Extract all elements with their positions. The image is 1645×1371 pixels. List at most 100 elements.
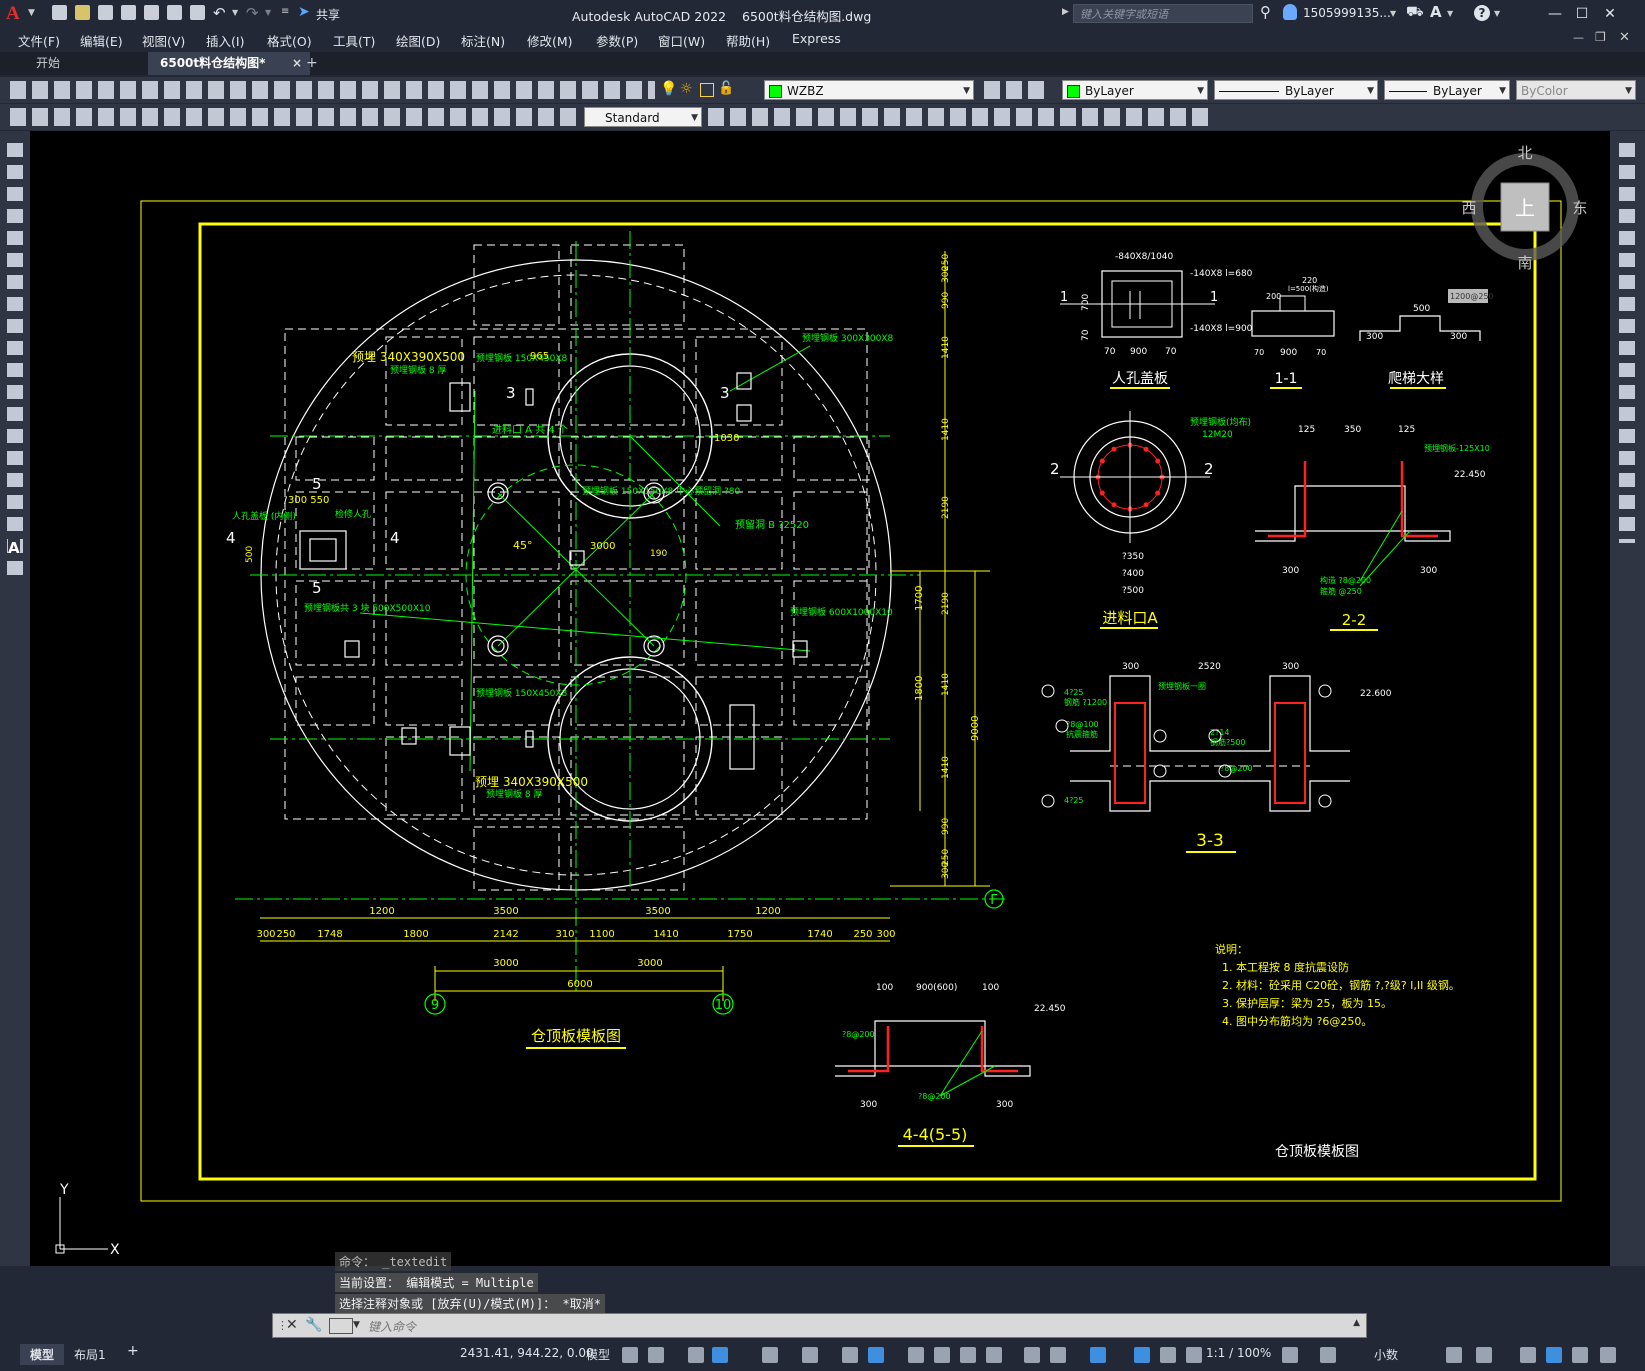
annotation-scale-readout[interactable]: 1:1 / 100% — [1206, 1346, 1272, 1360]
textstyle-combo[interactable]: Standard▼ — [584, 107, 702, 127]
open-web-icon[interactable] — [144, 5, 159, 20]
user-chevron-icon[interactable]: ▼ — [1390, 9, 1397, 18]
selection-cycling-icon[interactable] — [960, 1347, 976, 1363]
isodraft-icon[interactable] — [802, 1347, 818, 1363]
lineweight-icon[interactable] — [908, 1347, 924, 1363]
app-logo-icon[interactable]: A — [6, 3, 20, 24]
search-expand-icon[interactable]: ▶ — [1062, 7, 1069, 17]
text-tool-icon[interactable]: A — [8, 539, 20, 557]
redo-chevron-icon[interactable]: ▼ — [265, 8, 272, 17]
plotstyle-combo[interactable]: ByColor▼ — [1516, 80, 1636, 100]
menu-view[interactable]: 视图(V) — [142, 34, 186, 49]
ortho-icon[interactable] — [712, 1347, 728, 1363]
grip-handle[interactable]: ⋮ — [277, 1319, 288, 1332]
menu-help[interactable]: 帮助(H) — [726, 34, 771, 49]
layer-tool-icons[interactable] — [984, 81, 1050, 99]
drawing-canvas[interactable]: .y{stroke:#ffff00;fill:none;} .g{stroke:… — [30, 131, 1610, 1266]
annotation-scale-icon[interactable] — [1186, 1347, 1202, 1363]
menu-file[interactable]: 文件(F) — [18, 34, 60, 49]
tab-drawing[interactable]: 6500t料仓结构图* × — [148, 52, 310, 75]
save-web-icon[interactable] — [167, 5, 182, 20]
annotation-visibility-icon[interactable] — [1134, 1347, 1150, 1363]
quick-access-customize-icon[interactable]: ≡ — [281, 6, 290, 17]
app-chevron-icon[interactable]: ▼ — [1447, 9, 1454, 18]
menu-draw[interactable]: 绘图(D) — [396, 34, 441, 49]
viewport-freeze-icon[interactable] — [700, 83, 714, 97]
lock-icon[interactable]: 🔓 — [718, 81, 735, 96]
user-icon[interactable] — [1283, 4, 1297, 20]
customization-icon[interactable] — [1600, 1347, 1616, 1363]
doc-minimize-icon[interactable]: — — [1573, 31, 1584, 44]
lock-ui-icon[interactable] — [1476, 1347, 1492, 1363]
undo-chevron-icon[interactable]: ▼ — [232, 8, 239, 17]
menu-insert[interactable]: 插入(I) — [206, 34, 245, 49]
command-scroll-icon[interactable]: ▲ — [1353, 1318, 1360, 1328]
tab-model[interactable]: 模型 — [20, 1344, 65, 1365]
open-file-icon[interactable] — [75, 5, 90, 20]
clean-screen-icon[interactable] — [1572, 1347, 1588, 1363]
share-icon[interactable]: ➤ — [298, 4, 310, 20]
save-as-icon[interactable] — [121, 5, 136, 20]
right-tool-icons[interactable] — [1619, 143, 1635, 543]
tab-add-button[interactable]: + — [306, 55, 318, 71]
maximize-icon[interactable]: ☐ — [1575, 6, 1589, 22]
quick-properties-icon[interactable] — [1446, 1347, 1462, 1363]
menu-edit[interactable]: 编辑(E) — [80, 34, 123, 49]
polar-icon[interactable] — [762, 1347, 778, 1363]
minimize-icon[interactable]: — — [1548, 6, 1562, 22]
app-menu-chevron-icon[interactable]: ▼ — [28, 8, 35, 18]
menu-window[interactable]: 窗口(W) — [658, 34, 706, 49]
units-readout[interactable]: 小数 — [1374, 1348, 1399, 1362]
tab-start[interactable]: 开始 — [36, 56, 61, 70]
model-space-button[interactable]: 模型 — [586, 1348, 611, 1362]
command-recent-chevron-icon[interactable]: ▼ — [353, 1320, 360, 1330]
new-file-icon[interactable] — [52, 5, 67, 20]
sun-icon[interactable]: ☼ — [680, 81, 693, 97]
help-icon[interactable]: ? — [1474, 5, 1490, 21]
object-snap-icon[interactable] — [868, 1347, 884, 1363]
close-icon[interactable]: ✕ — [1604, 6, 1616, 22]
viewcube-east-label[interactable]: 东 — [1572, 199, 1587, 217]
isolate-objects-icon[interactable] — [1520, 1347, 1536, 1363]
auto-scale-icon[interactable] — [1160, 1347, 1176, 1363]
command-recent-icon[interactable] — [329, 1318, 353, 1334]
menu-tools[interactable]: 工具(T) — [333, 34, 376, 49]
snap-icon[interactable] — [648, 1347, 664, 1363]
left-tool-icons[interactable] — [7, 143, 23, 583]
undo-icon[interactable]: ↶ — [213, 4, 226, 22]
coordinates-readout[interactable]: 2431.41, 944.22, 0.00 — [460, 1346, 594, 1360]
graphics-performance-icon[interactable] — [1546, 1347, 1562, 1363]
3d-osnap-icon[interactable] — [986, 1347, 1002, 1363]
menu-format[interactable]: 格式(O) — [267, 34, 312, 49]
selection-filter-icon[interactable] — [1050, 1347, 1066, 1363]
linetype-combo[interactable]: ByLayer▼ — [1214, 80, 1378, 100]
close-icon[interactable]: ✕ — [286, 1317, 298, 1333]
add-layout-button[interactable]: + — [127, 1343, 139, 1359]
user-name[interactable]: 1505999135... — [1303, 6, 1391, 20]
command-input[interactable]: 键入命令 — [368, 1320, 417, 1334]
cart-icon[interactable]: ⛟ — [1406, 4, 1424, 20]
workspace-gear-icon[interactable] — [1282, 1347, 1298, 1363]
transparency-icon[interactable] — [934, 1347, 950, 1363]
drawing-svg[interactable]: .y{stroke:#ffff00;fill:none;} .g{stroke:… — [30, 131, 1610, 1266]
viewcube-north-label[interactable]: 北 — [1517, 144, 1532, 162]
viewcube-south-label[interactable]: 南 — [1517, 254, 1532, 272]
object-snap-tracking-icon[interactable] — [842, 1347, 858, 1363]
annotation-monitor-icon[interactable] — [1320, 1347, 1336, 1363]
gizmo-icon[interactable] — [1090, 1347, 1106, 1363]
lineweight-combo[interactable]: ByLayer▼ — [1384, 80, 1510, 100]
menu-modify[interactable]: 修改(M) — [527, 34, 573, 49]
search-icon[interactable]: ⚲ — [1260, 3, 1271, 21]
menu-express[interactable]: Express — [792, 31, 841, 46]
plot-icon[interactable] — [190, 5, 205, 20]
menu-parametric[interactable]: 参数(P) — [596, 34, 639, 49]
color-combo[interactable]: ByLayer▼ — [1062, 80, 1208, 100]
viewcube-west-label[interactable]: 西 — [1461, 199, 1476, 217]
command-line[interactable]: ⋮ ✕ 🔧 ▼ 键入命令 ▲ — [272, 1313, 1367, 1338]
doc-restore-icon[interactable]: ❐ — [1595, 30, 1606, 44]
bulb-icon[interactable]: 💡 — [660, 81, 678, 97]
layer-combo[interactable]: WZBZ▼ — [764, 80, 974, 100]
menu-dimension[interactable]: 标注(N) — [461, 34, 506, 49]
redo-icon[interactable]: ↷ — [246, 4, 259, 22]
tab-layout1[interactable]: 布局1 — [74, 1348, 106, 1362]
